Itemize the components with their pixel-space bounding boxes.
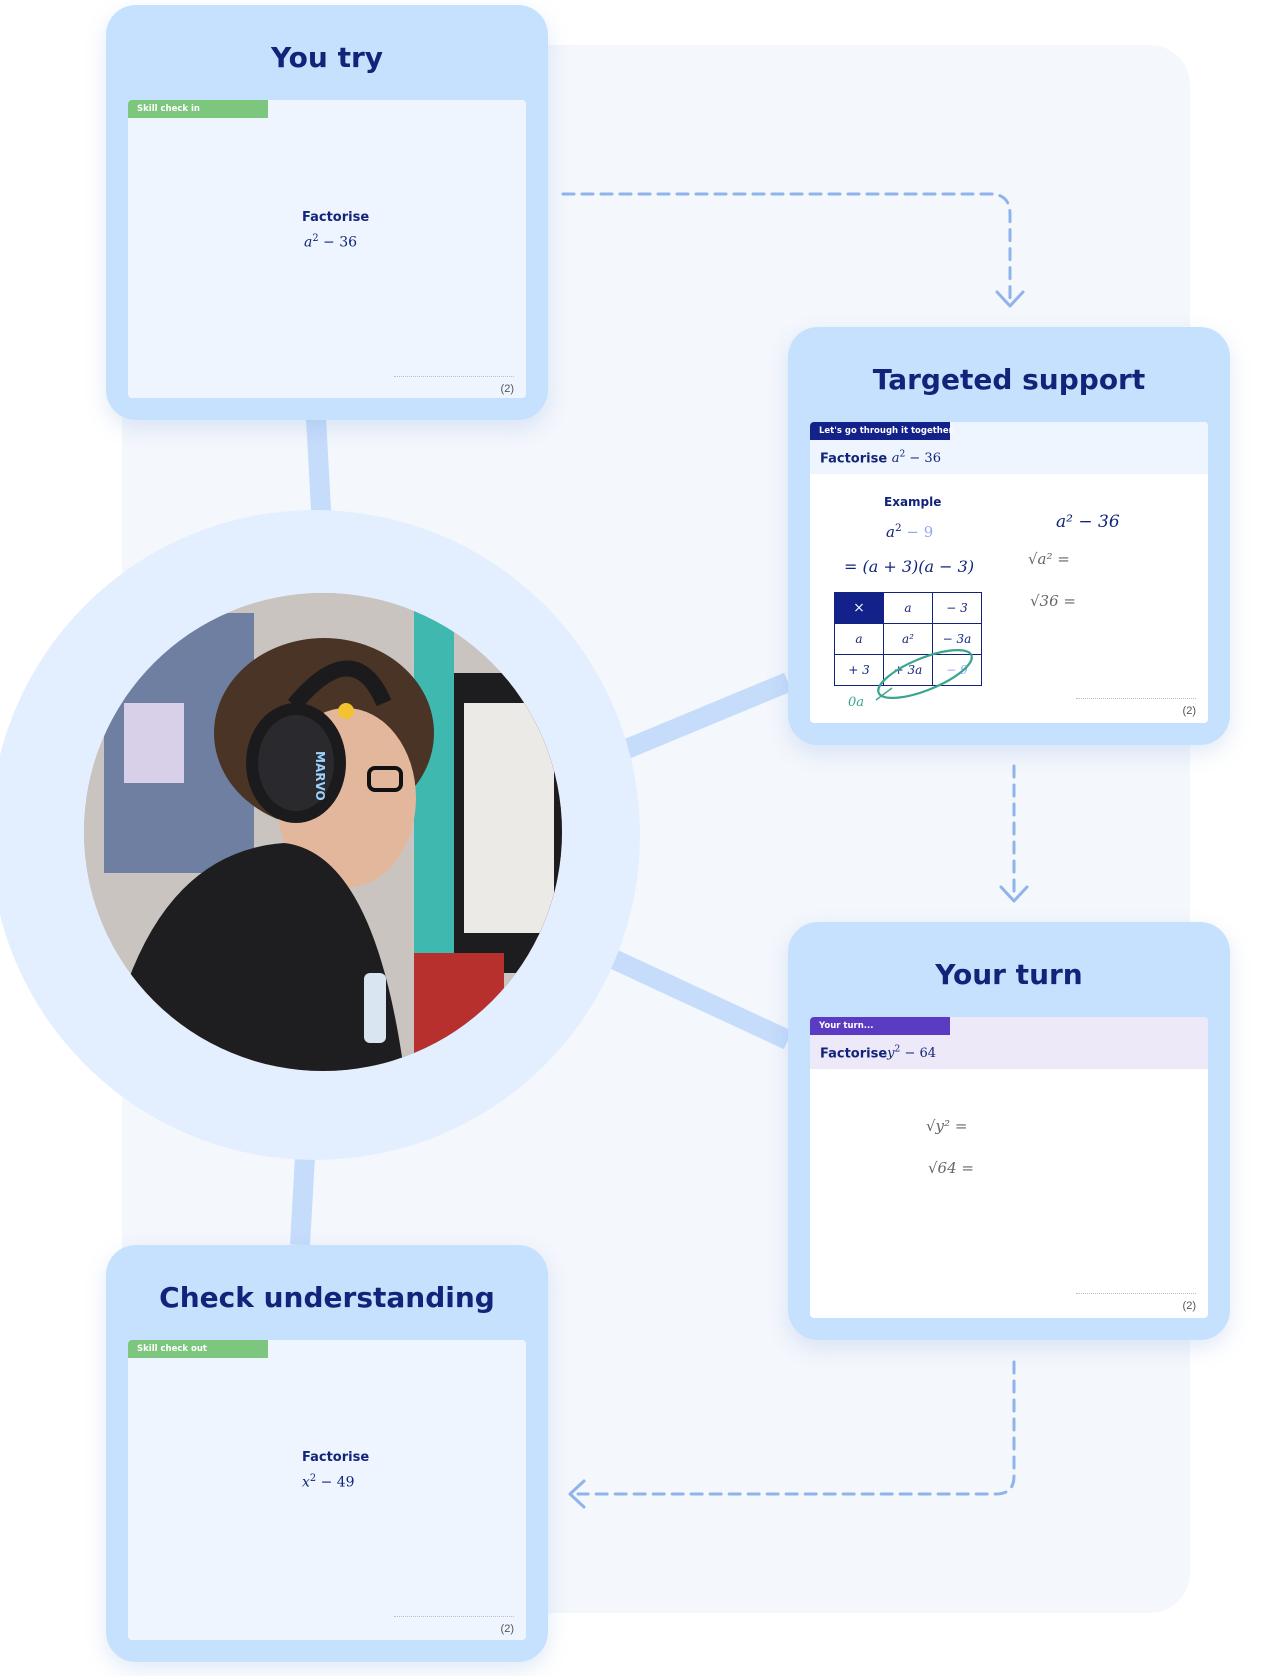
grid-highlight-ellipse [875,649,973,701]
slide-preview: Skill check out Factorise x2 − 49 (2) [128,1340,526,1640]
question-label: Factorise [302,1450,370,1465]
question-header: Factorise a2 − 36 [820,450,941,467]
card-your-turn: Your turn Your turn... Factorisey2 − 64 … [788,922,1230,1340]
sqrt-36: √36 = [1030,592,1076,610]
card-title: You try [270,41,384,74]
slide-tag: Your turn... [810,1017,950,1035]
student-photo: MARVO [84,593,562,1071]
student-illustration: MARVO [84,593,562,1071]
grid-header-row: × a − 3 [834,592,982,624]
grid-cell: + 3a [883,654,933,686]
grid-cell: + 3 [834,654,884,686]
card-title: Check understanding [159,1281,495,1314]
example-expression: a2 − 9 [886,522,934,541]
card-title: Targeted support [872,363,1146,396]
question-header: Factorisey2 − 64 [820,1045,937,1062]
right-expression: a² − 36 [1056,512,1120,532]
card-targeted-support: Targeted support Let's go through it tog… [788,327,1230,745]
marks-label: (2) [1182,1300,1196,1312]
slide-preview: Skill check in Factorise a2 − 36 (2) [128,100,526,398]
student-jacket [104,843,404,1071]
grid-cell: a [883,592,933,624]
grid-cell: × [834,592,884,624]
grid-cell: − 3 [932,592,982,624]
answer-line [1076,1293,1196,1294]
slide-tag: Let's go through it together. [810,422,955,440]
arrow-your-turn-to-check [576,1360,1016,1496]
answer-line [1076,698,1196,699]
marks-label: (2) [1182,705,1196,717]
card-you-try: You try Skill check in Factorise a2 − 36… [106,5,548,420]
marks-label: (2) [500,1623,514,1635]
zero-term-label: 0a [848,695,865,710]
glasses [367,766,403,792]
headphone-band [287,660,392,711]
question-label: Factorise [302,210,370,225]
answer-line [394,1616,514,1617]
answer-line [394,376,514,377]
headphone-logo-dot [338,703,354,719]
wall-poster [124,703,184,783]
card-check-understanding: Check understanding Skill check out Fact… [106,1245,548,1662]
wall-paper-white [464,703,554,933]
example-result: = (a + 3)(a − 3) [844,557,975,576]
question-expression: x2 − 49 [302,1473,355,1491]
dashed-flow-arrows [561,192,1016,1496]
sqrt-a-squared: √a² = [1028,550,1070,568]
slide-tag: Skill check in [128,100,268,118]
slide-tag: Skill check out [128,1340,268,1358]
grid-cell: − 9 [932,654,982,686]
arrow-head-down-2 [999,885,1029,903]
arrow-head-down-1 [995,290,1025,308]
headphone-brand: MARVO [313,751,327,801]
card-title: Your turn [935,958,1083,991]
water-bottle [364,973,386,1043]
multiplication-grid: × a − 3 a a² − 3a + 3 + 3a − 9 [834,592,982,686]
question-expression: a2 − 36 [304,233,358,251]
marks-label: (2) [500,383,514,395]
arrow-heads [568,290,1029,1509]
arrow-you-try-to-support [561,192,1012,302]
sqrt-64: √64 = [928,1159,974,1177]
sqrt-y-squared: √y² = [926,1117,968,1135]
arrow-head-left [568,1479,586,1509]
slide-preview: Let's go through it together. Factorise … [810,422,1208,723]
grid-row: + 3 + 3a − 9 [834,654,982,686]
slide-preview: Your turn... Factorisey2 − 64 √y² = √64 … [810,1017,1208,1318]
example-label: Example [884,495,942,509]
